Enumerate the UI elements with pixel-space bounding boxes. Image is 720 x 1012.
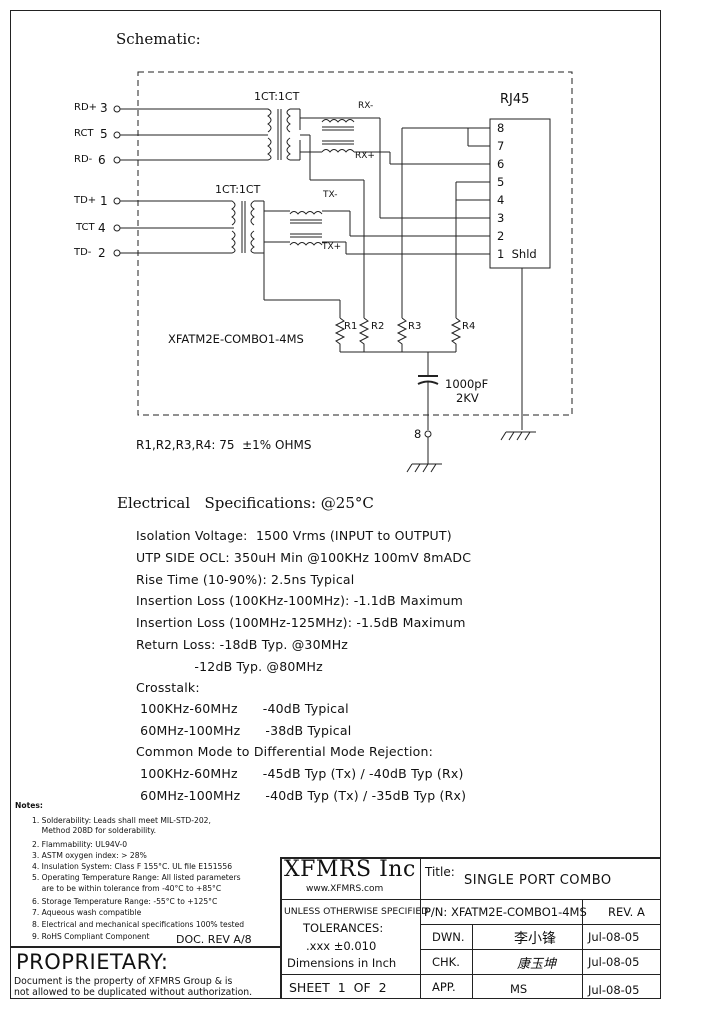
note-line: 2. Flammability: UL94V-0 <box>32 840 128 849</box>
rj45-pin-5: 5 <box>497 175 505 189</box>
rj45-pin-2: 2 <box>497 229 505 243</box>
pin-label-tct: TCT <box>76 222 95 233</box>
spec-line: 100KHz-60MHz -40dB Typical <box>136 701 349 716</box>
company-name: XFMRS Inc <box>284 857 416 882</box>
pin-label-td-plus: TD+ <box>74 195 97 206</box>
note-line: 7. Aqueous wash compatible <box>32 908 142 917</box>
rj45-pin-7: 7 <box>497 139 505 153</box>
enclosure-outline <box>137 71 573 416</box>
rj45-pin-3: 3 <box>497 211 505 225</box>
rj45-wiring <box>263 118 490 318</box>
dwn-name: 李小锋 <box>514 931 556 947</box>
chk-name: 康玉坤 <box>517 957 557 972</box>
notes-heading: Notes: <box>15 801 43 810</box>
spec-line: -12dB Typ. @80MHz <box>136 659 323 674</box>
resistor-r3-label: R3 <box>408 321 422 332</box>
note-line: Method 208D for solderability. <box>32 826 157 835</box>
part-number-field: P/N: XFATM2E-COMBO1-4MS <box>424 905 587 919</box>
note-line: 4. Insulation System: Class F 155°C. UL … <box>32 862 233 871</box>
spec-line: Isolation Voltage: 1500 Vrms (INPUT to O… <box>136 528 452 543</box>
rj45-pin-4: 4 <box>497 193 505 207</box>
proprietary-title: PROPRIETARY: <box>16 950 169 974</box>
part-number-label: XFATM2E-COMBO1-4MS <box>168 332 304 346</box>
pin-label-rct: RCT <box>74 128 94 139</box>
rj45-pin-8: 8 <box>497 121 505 135</box>
revision-field: REV. A <box>608 905 645 919</box>
transformer-bottom-ratio: 1CT:1CT <box>215 183 261 196</box>
spec-line: Crosstalk: <box>136 680 200 695</box>
pin-number-3: 3 <box>100 101 108 115</box>
schematic-heading: Schematic: <box>116 30 201 48</box>
drawing-frame <box>10 10 661 999</box>
resistor-network <box>334 317 462 473</box>
doc-revision: DOC. REV A/8 <box>176 933 252 946</box>
spec-line: 100KHz-60MHz -45dB Typ (Tx) / -40dB Typ … <box>136 766 464 781</box>
drawing-title: SINGLE PORT COMBO <box>464 873 612 888</box>
note-line: 6. Storage Temperature Range: -55°C to +… <box>32 897 218 906</box>
capacitor-voltage: 2KV <box>456 391 479 405</box>
dwn-date: Jul-08-05 <box>588 930 640 944</box>
pin-label-td-minus: TD- <box>74 247 92 258</box>
spec-line: Return Loss: -18dB Typ. @30MHz <box>136 637 349 652</box>
app-date: Jul-08-05 <box>588 983 640 997</box>
spec-line: Insertion Loss (100MHz-125MHz): -1.5dB M… <box>136 615 466 630</box>
pin-label-rd-plus: RD+ <box>74 102 98 113</box>
note-line: 8. Electrical and mechanical specificati… <box>32 920 245 929</box>
pin-number-5: 5 <box>100 127 108 141</box>
electrical-spec-heading: Electrical Specifications: @25°C <box>117 494 374 512</box>
title-label: Title: <box>425 865 455 879</box>
note-line: 9. RoHS Compliant Component <box>32 932 150 941</box>
note-line: 5. Operating Temperature Range: All list… <box>32 873 241 882</box>
app-label: APP. <box>432 980 456 994</box>
resistor-r1-label: R1 <box>344 321 358 332</box>
note-line: 3. ASTM oxygen index: > 28% <box>32 851 147 860</box>
tx-minus-label: TX- <box>323 190 338 200</box>
pin-number-6: 6 <box>98 153 106 167</box>
top-transformer <box>262 108 380 161</box>
rx-minus-label: RX- <box>358 101 374 111</box>
tolerances-label: TOLERANCES: <box>303 921 384 935</box>
note-line: are to be within tolerance from -40°C to… <box>32 884 222 893</box>
rj45-pin-1-shield: 1 Shld <box>497 247 537 261</box>
resistor-value-note: R1,R2,R3,R4: 75 ±1% OHMS <box>136 438 312 452</box>
app-name: MS <box>510 982 528 996</box>
resistor-r2-label: R2 <box>371 321 385 332</box>
dwn-label: DWN. <box>432 930 465 944</box>
unless-specified: UNLESS OTHERWISE SPECIFIED <box>284 906 429 917</box>
left-pin-leads <box>113 105 268 257</box>
tx-plus-label: TX+ <box>322 242 342 252</box>
resistor-r4-label: R4 <box>462 321 476 332</box>
sheet-number: SHEET 1 OF 2 <box>289 980 387 995</box>
schematic-diagram <box>113 71 573 473</box>
proprietary-line-2: not allowed to be duplicated without aut… <box>14 987 253 998</box>
spec-line: 60MHz-100MHz -40dB Typ (Tx) / -35dB Typ … <box>136 788 467 803</box>
bottom-transformer <box>226 200 346 254</box>
ground-pin-label: 8 <box>414 427 422 441</box>
pin-number-1: 1 <box>100 194 108 208</box>
rj45-connector-box <box>489 118 551 269</box>
spec-line: Rise Time (10-90%): 2.5ns Typical <box>136 572 355 587</box>
proprietary-line-1: Document is the property of XFMRS Group … <box>14 976 233 987</box>
spec-line: 60MHz-100MHz -38dB Typical <box>136 723 352 738</box>
capacitor-value: 1000pF <box>445 377 489 391</box>
pin-number-2: 2 <box>98 246 106 260</box>
spec-line: Insertion Loss (100KHz-100MHz): -1.1dB M… <box>136 593 463 608</box>
rj45-title: RJ45 <box>500 92 530 107</box>
note-line: 1. Solderability: Leads shall meet MIL-S… <box>32 816 211 825</box>
pin-number-4: 4 <box>98 221 106 235</box>
company-website: www.XFMRS.com <box>306 884 384 894</box>
pin-label-rd-minus: RD- <box>74 154 93 165</box>
transformer-top-ratio: 1CT:1CT <box>254 90 300 103</box>
chk-date: Jul-08-05 <box>588 955 640 969</box>
rj45-pin-6: 6 <box>497 157 505 171</box>
dimensions-unit: Dimensions in Inch <box>287 956 397 970</box>
rx-plus-label: RX+ <box>355 151 375 161</box>
spec-line: UTP SIDE OCL: 350uH Min @100KHz 100mV 8m… <box>136 550 472 565</box>
spec-line: Common Mode to Differential Mode Rejecti… <box>136 744 434 759</box>
chk-label: CHK. <box>432 955 460 969</box>
tolerance-value: .xxx ±0.010 <box>306 939 377 953</box>
